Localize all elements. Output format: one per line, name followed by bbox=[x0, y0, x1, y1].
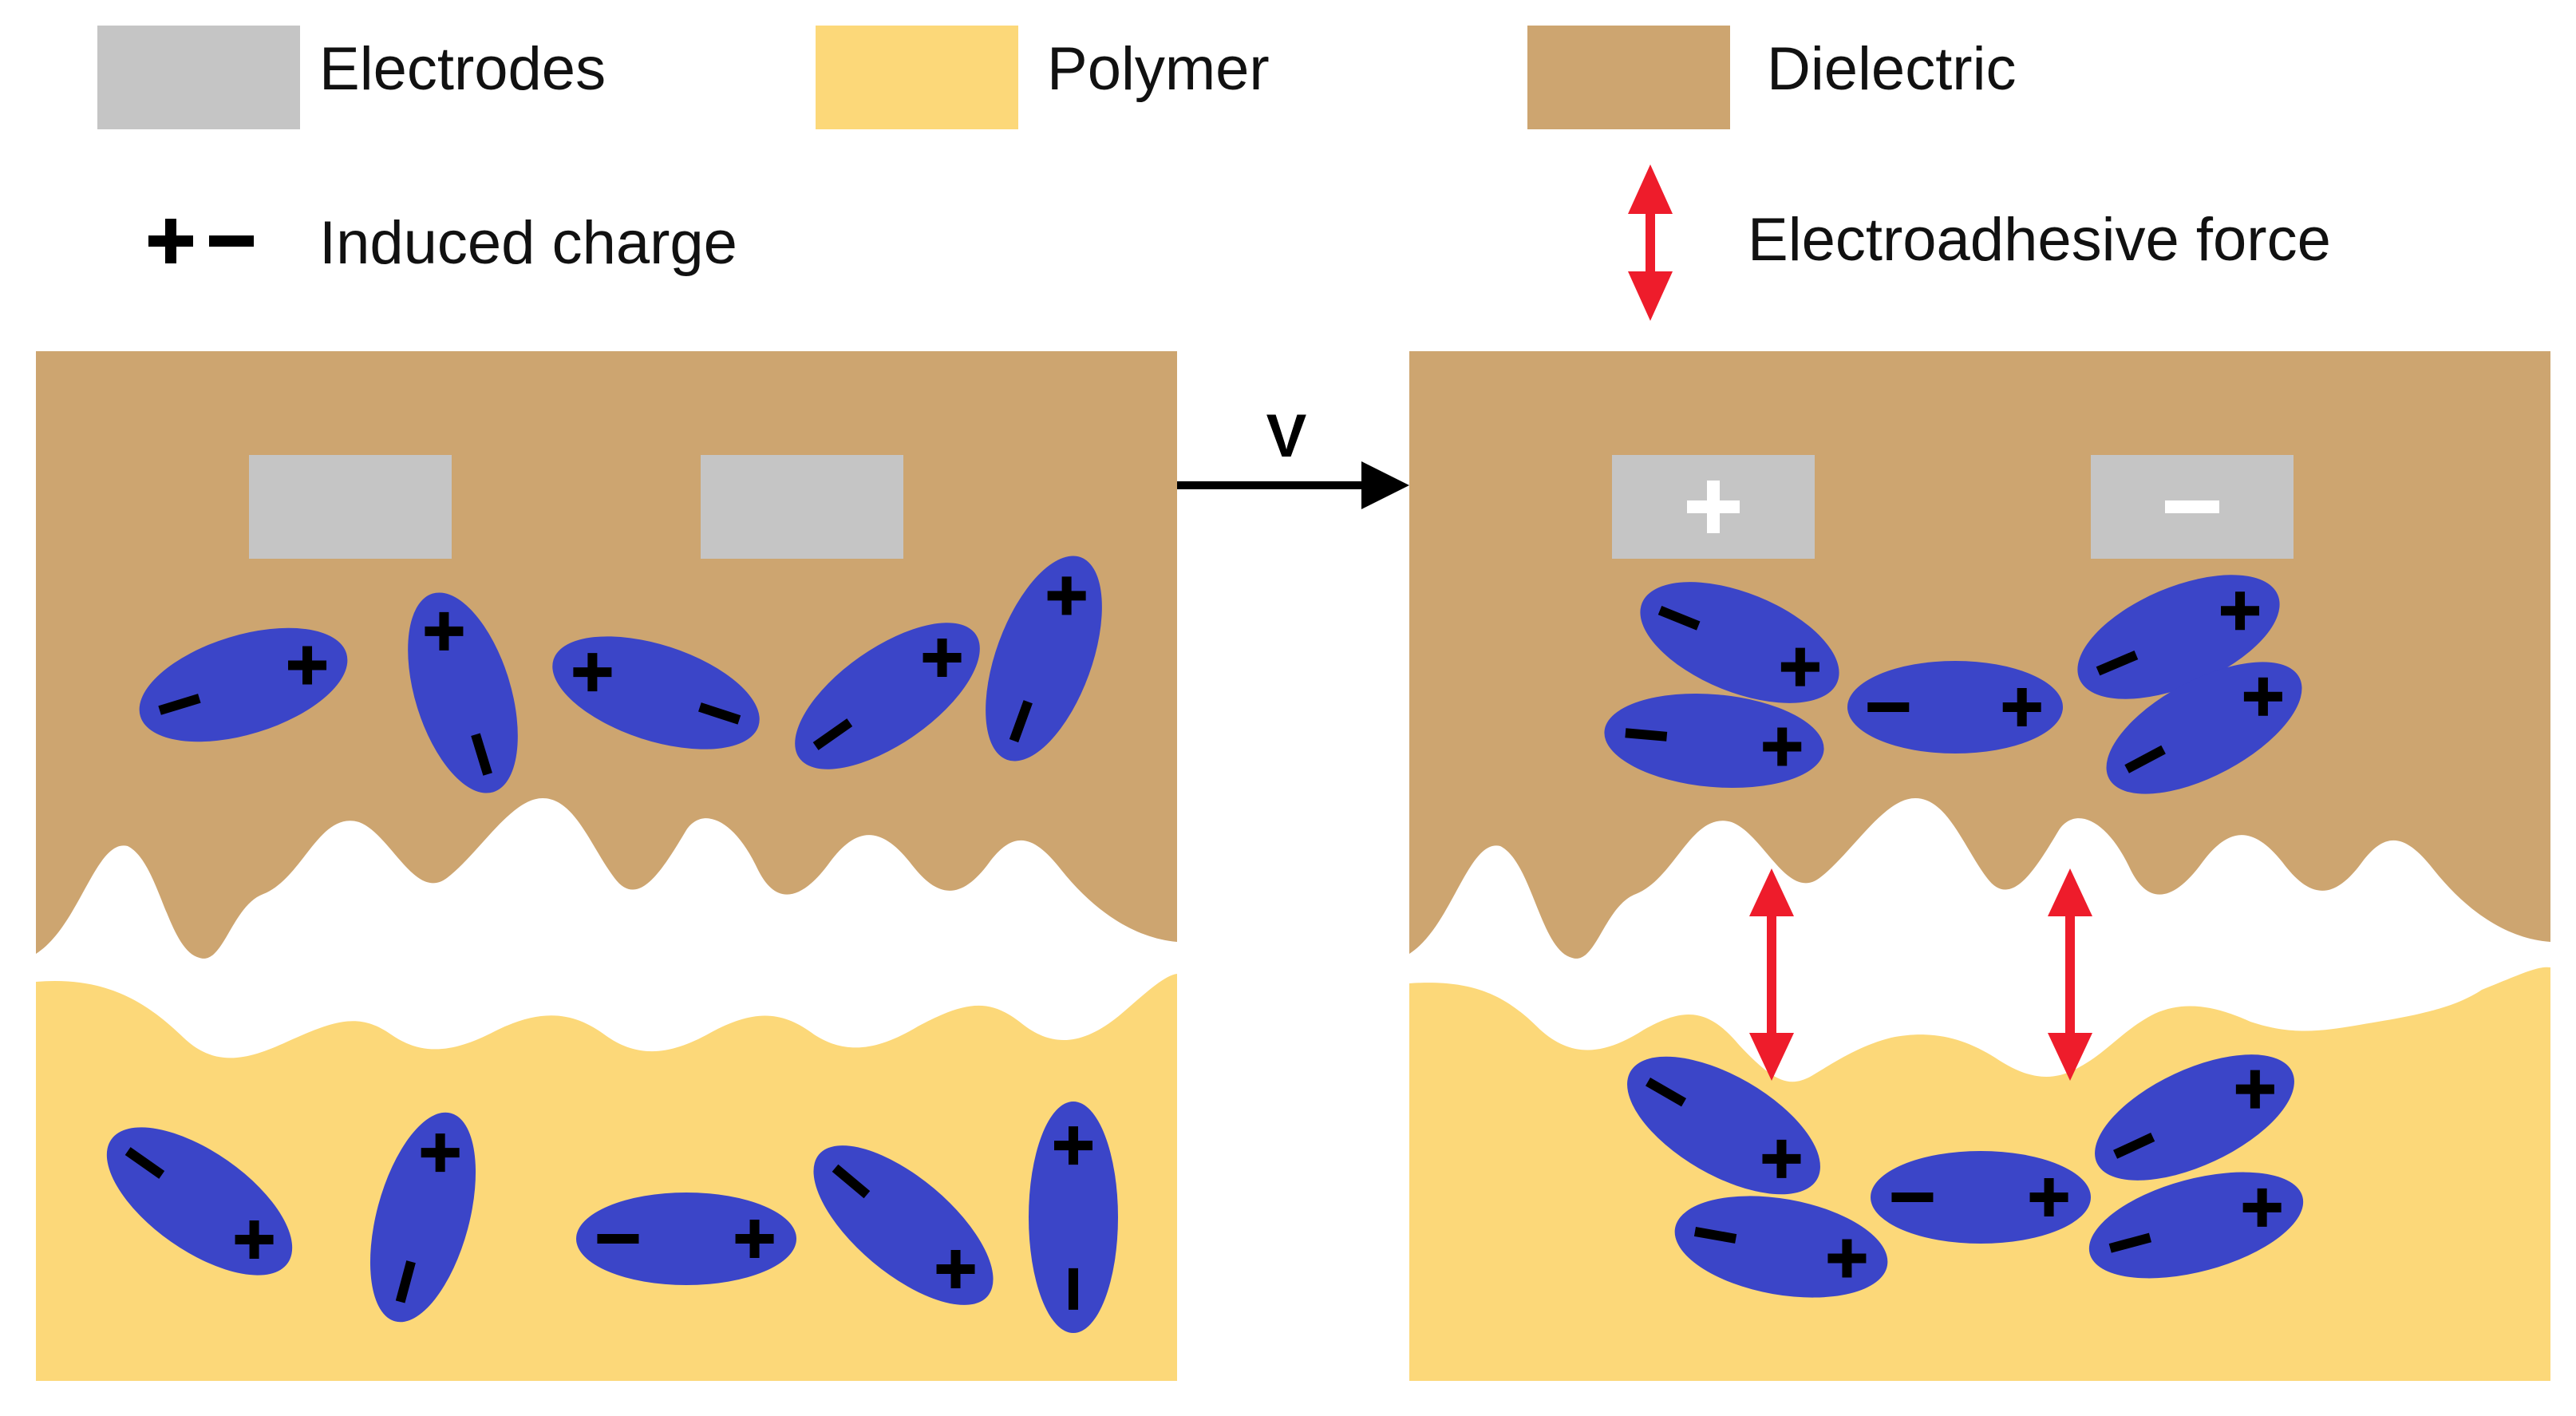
dipole-molecule bbox=[106, 1127, 293, 1276]
plus-charge-icon bbox=[2029, 1178, 2068, 1216]
dipole-molecule bbox=[408, 592, 518, 793]
plus-charge-icon bbox=[1047, 576, 1086, 615]
plus-charge-icon bbox=[2235, 1070, 2274, 1109]
dipole-molecule bbox=[795, 623, 980, 769]
legend-electroadhesive-force-label: Electroadhesive force bbox=[1748, 206, 2331, 274]
plus-charge-icon bbox=[421, 1133, 460, 1173]
plus-charge-icon bbox=[235, 1220, 274, 1260]
voltage-label: V bbox=[1266, 402, 1307, 470]
minus-charge-icon bbox=[395, 1260, 416, 1303]
legend-dielectric: Dielectric bbox=[1527, 26, 2017, 129]
dipole-molecule bbox=[552, 636, 760, 750]
dipole-molecule bbox=[2088, 1172, 2304, 1279]
legend-induced-charge: Induced charge bbox=[148, 209, 737, 277]
dipole-ellipse bbox=[369, 1112, 476, 1323]
minus-charge-icon bbox=[812, 718, 853, 750]
dipole-molecule bbox=[1847, 661, 2063, 753]
dipole-ellipse bbox=[408, 592, 518, 793]
plus-charge-icon bbox=[288, 646, 327, 685]
legend-induced-charge-label: Induced charge bbox=[319, 209, 737, 277]
electrode-plus-sign bbox=[1687, 481, 1740, 533]
dipole-molecule bbox=[1640, 582, 1839, 703]
plus-charge-icon bbox=[573, 653, 612, 692]
plus-charge-icon bbox=[2243, 677, 2282, 716]
minus-charge-icon bbox=[124, 1147, 165, 1179]
dipole-ellipse bbox=[1674, 1196, 1888, 1298]
plus-charge-icon bbox=[923, 638, 962, 677]
dipole-ellipse bbox=[2077, 575, 2280, 699]
electrode-left-1 bbox=[249, 455, 452, 559]
plus-minus-icon bbox=[148, 219, 254, 263]
legend-polymer: Polymer bbox=[816, 26, 1270, 129]
dipole-molecule bbox=[813, 1145, 994, 1305]
dipole-ellipse bbox=[1604, 693, 1824, 789]
dipole-molecule bbox=[576, 1193, 796, 1285]
dipole-molecule bbox=[1674, 1196, 1888, 1298]
dipole-molecule bbox=[1029, 1102, 1118, 1333]
dipole-molecule bbox=[1604, 693, 1824, 789]
plus-charge-icon bbox=[1827, 1239, 1867, 1278]
minus-charge-icon bbox=[1657, 606, 1701, 631]
voltage-arrow: V bbox=[1177, 402, 1409, 509]
dipole-ellipse bbox=[139, 627, 348, 742]
dipole-ellipse bbox=[1847, 661, 2063, 753]
minus-charge-icon bbox=[2108, 1232, 2152, 1253]
electroadhesive-force-arrow-2 bbox=[2048, 868, 2092, 1081]
minus-charge-icon bbox=[158, 694, 201, 715]
legend-electrodes-swatch bbox=[97, 26, 300, 129]
minus-charge-icon bbox=[1693, 1227, 1737, 1244]
plus-charge-icon bbox=[2002, 688, 2041, 726]
double-arrow-icon bbox=[1628, 164, 1673, 321]
legend: Electrodes Polymer Dielectric Induced ch… bbox=[97, 26, 2331, 321]
minus-charge-icon bbox=[698, 702, 741, 725]
plus-charge-icon bbox=[936, 1249, 975, 1288]
plus-charge-icon bbox=[2242, 1188, 2282, 1227]
dipole-molecule bbox=[986, 556, 1102, 761]
dipole-ellipse bbox=[1871, 1151, 2091, 1244]
legend-dielectric-label: Dielectric bbox=[1767, 35, 2017, 103]
legend-polymer-label: Polymer bbox=[1047, 35, 1270, 103]
plus-charge-icon bbox=[1054, 1126, 1092, 1165]
dielectric-layer-right bbox=[1409, 351, 2550, 959]
dipoles bbox=[106, 556, 2304, 1333]
dipole-ellipse bbox=[986, 556, 1102, 761]
legend-electroadhesive-force: Electroadhesive force bbox=[1628, 164, 2331, 321]
electroadhesive-force-arrow-1 bbox=[1749, 868, 1794, 1081]
plus-charge-icon bbox=[425, 611, 464, 651]
minus-charge-icon bbox=[1009, 700, 1033, 743]
dipole-molecule bbox=[2095, 1054, 2294, 1181]
dipole-ellipse bbox=[552, 636, 760, 750]
plus-charge-icon bbox=[1780, 647, 1819, 686]
minus-charge-icon bbox=[1625, 728, 1668, 742]
plus-charge-icon bbox=[1762, 1139, 1801, 1178]
minus-charge-icon bbox=[2113, 1132, 2155, 1159]
legend-polymer-swatch bbox=[816, 26, 1018, 129]
plus-charge-icon bbox=[735, 1220, 774, 1258]
electrode-left-2 bbox=[701, 455, 903, 559]
dipole-ellipse bbox=[576, 1193, 796, 1285]
minus-charge-icon bbox=[2096, 651, 2139, 676]
dipole-molecule bbox=[369, 1112, 476, 1323]
minus-charge-icon bbox=[832, 1164, 871, 1199]
minus-charge-icon bbox=[2124, 745, 2166, 773]
dipole-molecule bbox=[1871, 1151, 2091, 1244]
minus-charge-icon bbox=[1645, 1077, 1687, 1107]
polymer-layer-left bbox=[36, 974, 1177, 1381]
dipole-molecule bbox=[139, 627, 348, 742]
dipole-molecule bbox=[2106, 662, 2302, 794]
dipole-ellipse bbox=[1029, 1102, 1118, 1333]
dipole-molecule bbox=[1627, 1056, 1820, 1195]
minus-charge-icon bbox=[471, 733, 492, 776]
legend-dielectric-swatch bbox=[1527, 26, 1730, 129]
plus-charge-icon bbox=[1763, 727, 1802, 766]
legend-electrodes-label: Electrodes bbox=[319, 35, 606, 103]
dipole-molecule bbox=[2077, 575, 2280, 699]
plus-charge-icon bbox=[2221, 591, 2260, 631]
legend-electrodes: Electrodes bbox=[97, 26, 606, 129]
dipole-ellipse bbox=[2088, 1172, 2304, 1279]
dipole-ellipse bbox=[1640, 582, 1839, 703]
